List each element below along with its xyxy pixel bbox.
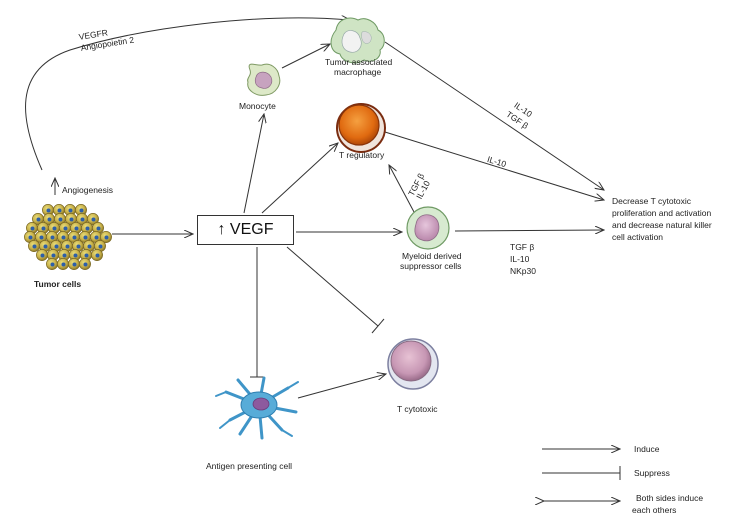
outcome-label-line3: and decrease natural killer	[612, 220, 712, 230]
edge-apc-tcyto	[297, 374, 386, 399]
edge-monocyte-tam	[281, 44, 330, 69]
edge-vegf-treg	[261, 143, 338, 214]
tumor-cell-nucleus	[72, 262, 77, 267]
tumor-cell-nucleus	[83, 235, 88, 240]
tumor-cell-nucleus	[72, 235, 77, 240]
tumor-cell-nucleus	[39, 235, 44, 240]
legend-suppress-label: Suppress	[634, 468, 670, 478]
tumor-cell-nucleus	[98, 244, 103, 249]
edge-tam-outcome	[384, 41, 604, 190]
tumor-cell-nucleus	[74, 226, 79, 231]
edge-mdsc-outcome	[454, 230, 604, 231]
tumor-cell-nucleus	[50, 235, 55, 240]
tumor-cell-nucleus	[30, 226, 35, 231]
t-cytotoxic-icon	[387, 338, 439, 390]
tumor-cell-nucleus	[41, 226, 46, 231]
tumor-cell-nucleus	[73, 253, 78, 258]
tumor-cell-nucleus	[91, 217, 96, 222]
outcome-label-line2: proliferation and activation	[612, 208, 712, 218]
tumor-cell-nucleus	[62, 253, 67, 258]
tumor-cell-nucleus	[79, 208, 84, 213]
tumor-cell-nucleus	[46, 208, 51, 213]
mdsc-icon	[406, 206, 450, 250]
tumor-cell-nucleus	[69, 217, 74, 222]
tumor-cell-nucleus	[94, 235, 99, 240]
tumor-cells-label: Tumor cells	[34, 279, 82, 289]
tumor-cell-nucleus	[51, 253, 56, 258]
outcome-label-line4: cell activation	[612, 232, 664, 242]
vegf-box: ↑ VEGF	[197, 215, 294, 245]
macrophage-icon	[330, 17, 385, 64]
tumor-cell-nucleus	[84, 253, 89, 258]
tumor-cell-nucleus	[43, 244, 48, 249]
t-cytotoxic-label: T cytotoxic	[397, 404, 438, 414]
tumor-cell-nucleus	[61, 262, 66, 267]
antigen-presenting-cell-icon	[215, 376, 299, 440]
tam-label-line1: Tumor associated	[325, 57, 393, 67]
tumor-cell-nucleus	[50, 262, 55, 267]
edges	[25, 18, 604, 399]
angiogenesis-label: Angiogenesis	[62, 185, 114, 195]
mdsc-label-line1: Myeloid derived	[402, 251, 462, 261]
tumor-cell-nucleus	[32, 244, 37, 249]
edge-vegf-monocyte	[243, 114, 264, 214]
tumor-cell-nucleus	[68, 208, 73, 213]
tumor-cell-nucleus	[57, 208, 62, 213]
monocyte-icon	[247, 63, 281, 96]
legend	[542, 449, 620, 501]
vegf-label: ↑ VEGF	[217, 221, 274, 238]
tumor-cell-nucleus	[76, 244, 81, 249]
tumor-cell-nucleus	[80, 217, 85, 222]
tumor-cell-nucleus	[58, 217, 63, 222]
tumor-cell-nucleus	[85, 226, 90, 231]
tumor-cell-nucleus	[83, 262, 88, 267]
tumor-cell-nucleus	[63, 226, 68, 231]
out-il10-label: IL-10	[510, 254, 530, 264]
tumor-cell-nucleus	[52, 226, 57, 231]
legend-induce-label: Induce	[634, 444, 660, 454]
tam-label-line2: macrophage	[334, 67, 382, 77]
legend-both-label-line1: Both sides induce	[636, 493, 704, 503]
tumor-cell-nucleus	[40, 253, 45, 258]
tumor-cell-nucleus	[36, 217, 41, 222]
outcome-label-line1: Decrease T cytotoxic	[612, 196, 692, 206]
mdsc-label-line2: suppressor cells	[400, 261, 462, 271]
tumor-cell-nucleus	[96, 226, 101, 231]
edge-vegf-tcyto-bar	[371, 318, 385, 334]
edge-treg-outcome	[384, 131, 604, 200]
tumor-cell-nucleus	[54, 244, 59, 249]
tumor-cell-nucleus	[65, 244, 70, 249]
t-regulatory-icon	[336, 103, 386, 153]
tumor-cell-nucleus	[104, 235, 109, 240]
out-tgfb-label: TGF β	[510, 242, 535, 252]
legend-both-label-line2: each others	[632, 505, 677, 515]
out-nkp30-label: NKp30	[510, 266, 536, 276]
edge-vegfr-curve	[25, 18, 350, 171]
tumor-cell-nucleus	[61, 235, 66, 240]
tumor-cells-icon	[24, 204, 112, 270]
edge-mdsc-treg	[389, 165, 415, 213]
tumor-cell-nucleus	[47, 217, 52, 222]
treg-label: T regulatory	[339, 150, 385, 160]
edge-vegf-tcyto	[286, 246, 379, 327]
apc-label: Antigen presenting cell	[206, 461, 293, 471]
tumor-cell-nucleus	[95, 253, 100, 258]
monocyte-label: Monocyte	[239, 101, 276, 111]
tumor-cell-nucleus	[87, 244, 92, 249]
tumor-cell-nucleus	[28, 235, 33, 240]
